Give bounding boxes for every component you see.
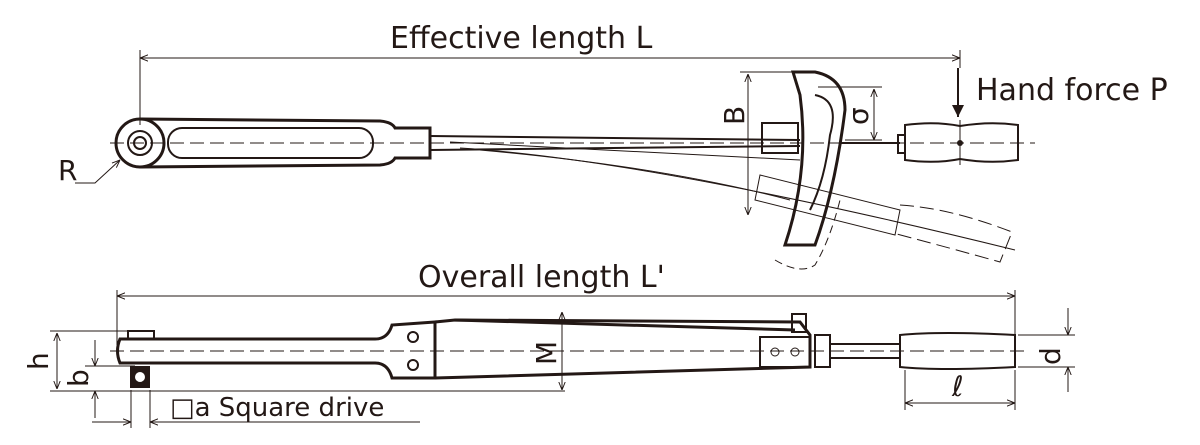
side-view: Overall length L' M h b □a S: [22, 260, 1075, 428]
grip-length-label: ℓ: [951, 370, 964, 403]
body-width-label: M: [530, 341, 563, 365]
deflected-beam: [459, 147, 1016, 251]
grip-diameter-label: d: [1034, 347, 1067, 365]
dial-width-label: B: [718, 106, 751, 125]
side-grip: [899, 332, 1016, 370]
deflection-label: σ: [842, 107, 875, 125]
hand-force-label: Hand force P: [976, 73, 1168, 108]
top-view: Effective length L Hand force P B: [58, 21, 1168, 270]
top-grip: [904, 122, 1019, 163]
dial-scale: [782, 70, 847, 247]
radius-label: R: [58, 154, 77, 187]
height-h-label: h: [22, 352, 55, 370]
square-drive-label: □a Square drive: [170, 393, 384, 423]
height-b-label: b: [62, 369, 95, 387]
effective-length-label: Effective length L: [390, 21, 653, 56]
overall-length-label: Overall length L': [418, 260, 665, 295]
